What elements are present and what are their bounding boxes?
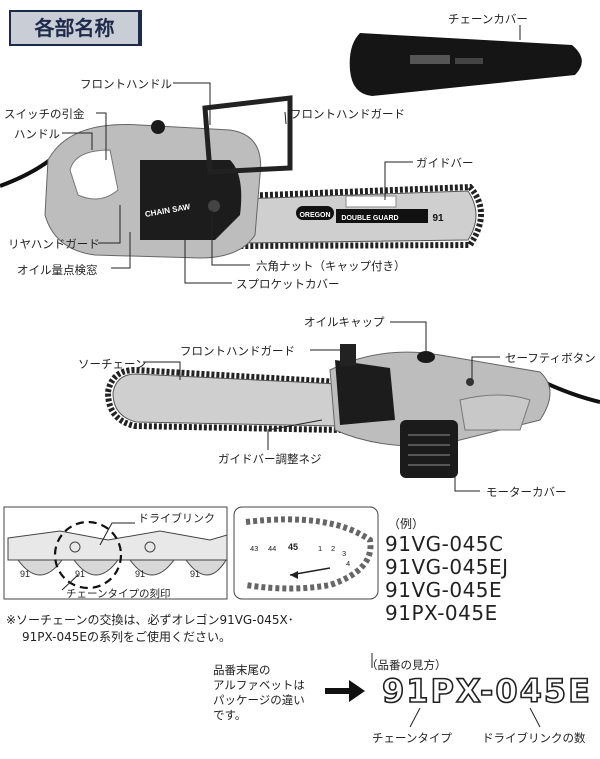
bar-model-mark: DOUBLE GUARD [341, 215, 398, 222]
count-label: 43 [250, 544, 258, 553]
section-title-box: 各部名称 [9, 10, 142, 46]
chain-cover-illustration [349, 33, 582, 96]
label-switch-trigger: スイッチの引金 [4, 107, 85, 121]
leader-lines [61, 25, 541, 728]
label-front-hand-guard-top: フロントハンドガード [290, 107, 405, 121]
label-rear-hand-guard: リヤハンドガード [8, 237, 100, 251]
label-handle: ハンドル [14, 127, 60, 141]
explanation-line-2: アルファベットは [213, 678, 305, 692]
label-bar-adjust-screw: ガイドバー調整ネジ [218, 452, 322, 466]
example-code-4: 91PX-045E [385, 601, 498, 625]
label-chain-cover: チェーンカバー [448, 12, 528, 26]
explanation-line-1: 品番末尾の [213, 663, 271, 677]
label-guide-bar: ガイドバー [416, 156, 474, 170]
bar-brand-mark: OREGON [299, 212, 330, 219]
count-label: 44 [268, 544, 276, 553]
label-hex-nut: 六角ナット（キャップ付き） [256, 259, 406, 273]
label-front-handle: フロントハンドル [80, 77, 172, 91]
count-label: 3 [342, 549, 346, 558]
chainsaw-bottom-illustration [104, 344, 600, 478]
model-number: 91PX-045E [381, 671, 592, 711]
label-motor-cover: モーターカバー [486, 485, 567, 499]
arrow-right-icon [325, 680, 365, 702]
label-sprocket-cover: スプロケットカバー [236, 277, 340, 291]
examples-heading: （例） [388, 517, 425, 531]
section-title: 各部名称 [11, 12, 138, 44]
chain-counting-diagram [233, 506, 379, 600]
label-oil-cap: オイルキャップ [304, 315, 385, 329]
count-label: 45 [288, 542, 298, 552]
model-reading-heading: （品番の見方） [366, 658, 447, 672]
bar-number-mark: 91 [432, 213, 444, 224]
chainsaw-top-illustration [0, 95, 484, 259]
label-drive-link-count: ドライブリンクの数 [482, 731, 586, 745]
label-front-hand-guard-bottom: フロントハンドガード [180, 344, 295, 358]
label-drive-link: ドライブリンク [138, 512, 215, 525]
label-stamp: チェーンタイプの刻印 [66, 588, 171, 600]
count-label: 2 [331, 544, 335, 553]
stamp-number-4: 91 [190, 569, 200, 579]
example-code-1: 91VG-045C [385, 532, 504, 556]
example-code-2: 91VG-045EJ [385, 555, 509, 579]
label-oil-window: オイル量点検窓 [17, 263, 98, 277]
label-safety-button: セーフティボタン [505, 351, 596, 365]
chain-closeup-diagram [3, 506, 228, 600]
count-label: 4 [346, 559, 350, 568]
stamp-number-2: 91 [75, 569, 85, 579]
explanation-line-3: パッケージの違い [213, 693, 305, 707]
label-chain-type: チェーンタイプ [372, 731, 452, 745]
count-label: 1 [318, 544, 322, 553]
stamp-number-1: 91 [20, 569, 30, 579]
explanation-line-4: です。 [213, 708, 247, 722]
note-line-1: ※ソーチェーンの交換は、必ずオレゴン91VG-045X･ [6, 613, 294, 627]
label-saw-chain: ソーチェーン [78, 357, 147, 371]
example-code-3: 91VG-045E [385, 578, 503, 602]
note-line-2: 91PX-045Eの系列をご使用ください。 [22, 630, 231, 644]
stamp-number-3: 91 [135, 569, 145, 579]
